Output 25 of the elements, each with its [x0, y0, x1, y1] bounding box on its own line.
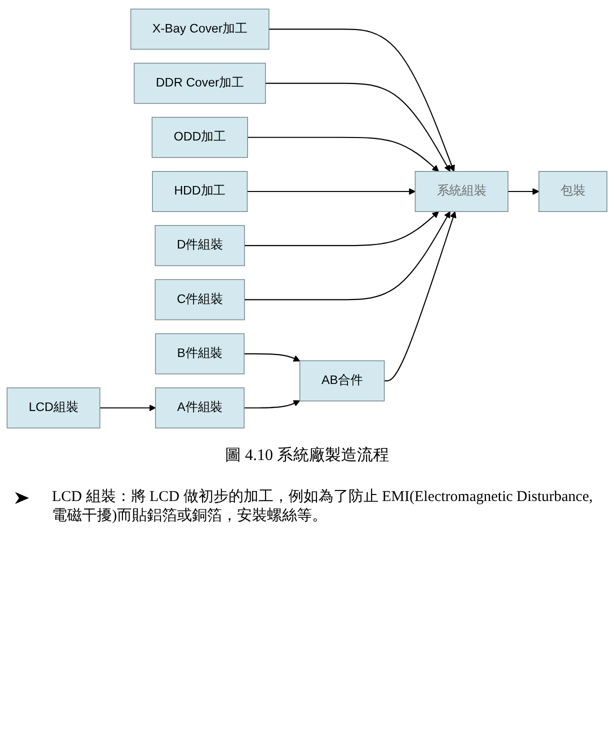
node-box: AB合件 [299, 360, 385, 402]
arrow [268, 28, 455, 172]
node-box: ODD加工 [152, 116, 248, 158]
node-box: 系統組裝 [414, 171, 508, 212]
arrow [248, 136, 439, 172]
arrow [244, 400, 300, 408]
arrow [247, 188, 416, 195]
node-box: HDD加工 [152, 171, 248, 212]
description-paragraph: LCD 組裝：將 LCD 做初步的加工，例如為了防止 EMI(Electromagnetic Disturbance, 電磁干擾)而貼鋁箔或銅箔，安裝螺絲等。 [52, 488, 594, 526]
arrow [384, 211, 456, 382]
arrow [244, 211, 439, 246]
node-box: D件組裝 [154, 225, 245, 266]
node-box: DDR Cover加工 [134, 62, 266, 104]
arrow [508, 188, 540, 195]
node-box: 包裝 [538, 171, 608, 212]
node-box: B件組裝 [155, 333, 245, 374]
node-box: LCD組裝 [6, 387, 100, 428]
arrow [244, 353, 300, 362]
figure-caption: 圖 4.10 系統廠製造流程 [225, 446, 389, 466]
arrow [265, 82, 450, 172]
node-box: C件組裝 [154, 279, 245, 320]
node-box: X-Bay Cover加工 [130, 8, 270, 50]
node-box: A件組裝 [155, 387, 245, 428]
arrow [100, 404, 156, 412]
arrow [244, 211, 450, 300]
